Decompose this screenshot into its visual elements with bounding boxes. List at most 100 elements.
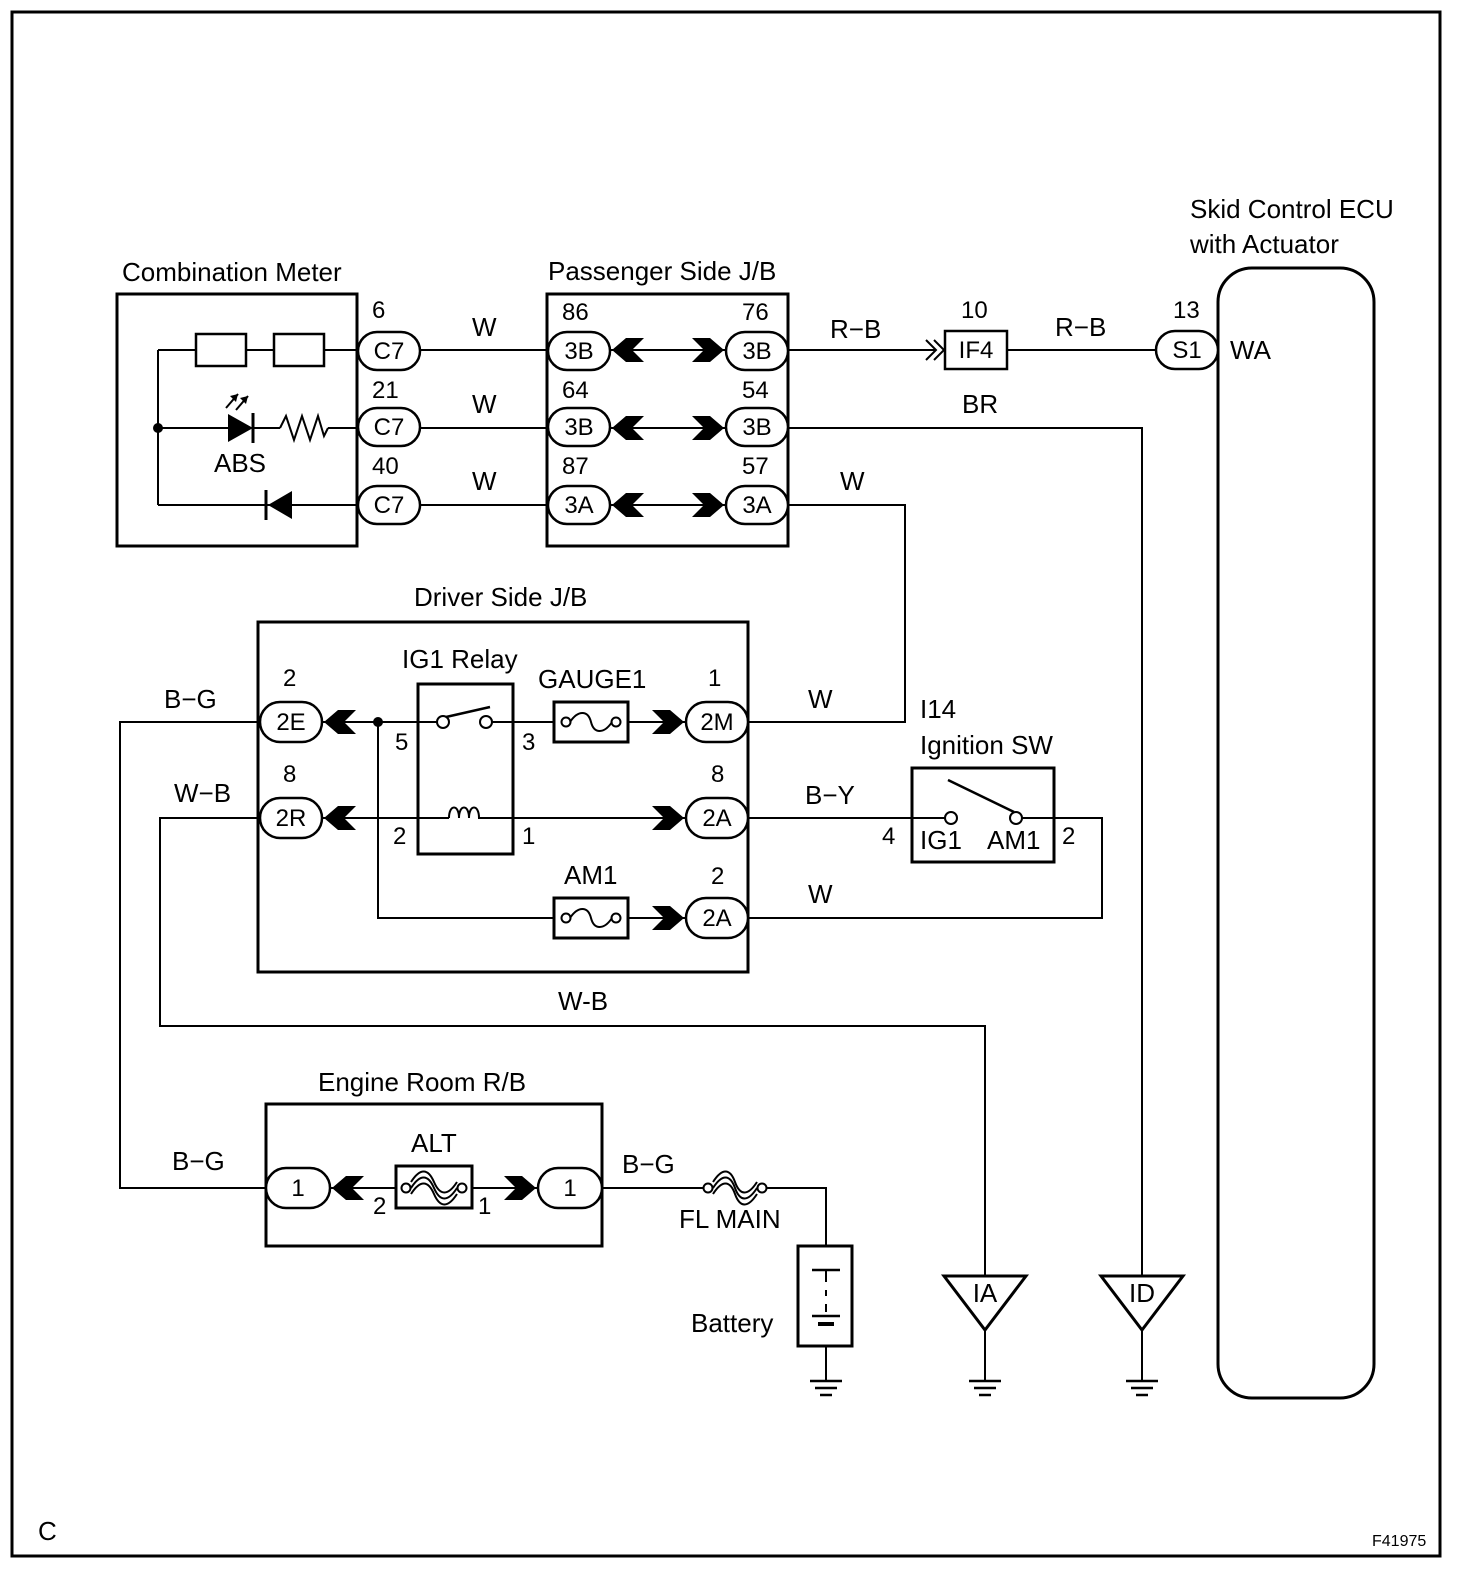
abs-label: ABS [214, 448, 266, 478]
fl-main-label: FL MAIN [679, 1204, 781, 1234]
wire-by: B−Y [805, 780, 855, 810]
engine-rb-code-left: 1 [291, 1175, 304, 1202]
pin-relay-5: 5 [395, 729, 408, 756]
connector-arrows [324, 338, 946, 1200]
alt-label: ALT [411, 1128, 457, 1158]
ground-id-label: ID [1129, 1278, 1155, 1308]
c7-connector-mid [356, 406, 422, 448]
wire-wb-1: W−B [174, 778, 231, 808]
pin-c7-21: 21 [372, 377, 399, 404]
pin-if4-10: 10 [961, 297, 988, 324]
wire-wb-2: W-B [558, 986, 608, 1016]
d2a-code-bot: 2A [702, 905, 731, 932]
if4-code: IF4 [959, 337, 994, 364]
p3b-code-64: 3B [564, 414, 593, 441]
connectors [258, 329, 1220, 1210]
p3b-connector-86 [546, 330, 612, 372]
engine-rb-connector-right [536, 1166, 604, 1210]
abs-led-icon [225, 393, 255, 443]
ground-ia-icon [969, 1379, 1001, 1397]
p3b-code-86: 3B [564, 338, 593, 365]
c7-code-mid: C7 [374, 414, 405, 441]
ig1-relay-switch-icon [436, 705, 493, 729]
p3a-code-87: 3A [564, 492, 593, 519]
gauge1-fuse-label: GAUGE1 [538, 664, 646, 694]
ignition-sw-code: I14 [920, 694, 956, 724]
wire-w-5: W [808, 684, 833, 714]
combination-meter-box [115, 292, 359, 548]
p3b-code-54: 3B [742, 414, 771, 441]
wire-bg-3: B−G [622, 1149, 675, 1179]
c7-code-bot: C7 [374, 492, 405, 519]
d2e-connector [258, 700, 324, 744]
pin-2a-2: 2 [711, 863, 724, 890]
c7-connector-top [356, 330, 422, 372]
alt-fusible-link-icon [394, 1164, 474, 1210]
ground-battery-icon [810, 1379, 842, 1397]
ignition-switch-icon [944, 778, 1023, 825]
d2e-code: 2E [276, 709, 305, 736]
pin-s1-13: 13 [1173, 297, 1200, 324]
meter-resistor-2 [272, 332, 326, 368]
d2a-connector-bot [684, 896, 750, 940]
figure-code: F41975 [1372, 1533, 1426, 1550]
am1-fuse-label: AM1 [564, 860, 617, 890]
ground-point-ia-triangle [940, 1274, 1030, 1333]
fl-main-fusible-link-icon [702, 1170, 768, 1206]
combination-meter-label: Combination Meter [122, 257, 342, 287]
pin-alt-1: 1 [478, 1193, 491, 1220]
terminal-ig1: IG1 [920, 825, 962, 855]
meter-internals [153, 332, 329, 520]
skid-ecu-label-line1: Skid Control ECU [1190, 194, 1394, 224]
wire-w-3: W [472, 466, 497, 496]
terminal-am1: AM1 [987, 825, 1040, 855]
ignition-switch-box [910, 766, 1056, 864]
pin-relay-1: 1 [522, 823, 535, 850]
ig1-relay-coil-icon [448, 806, 481, 819]
driver-jb-box [256, 620, 750, 974]
diagram-frame [10, 10, 1442, 1558]
p3b-connector-76 [724, 330, 790, 372]
d2a-connector-top [684, 796, 750, 840]
driver-jb-label: Driver Side J/B [414, 582, 587, 612]
ground-ia-label: IA [973, 1278, 998, 1308]
corner-letter: C [38, 1516, 57, 1546]
c7-connector-bot [356, 484, 422, 526]
pin-p57: 57 [742, 453, 769, 480]
meter-resistor-1 [194, 332, 248, 368]
s1-code: S1 [1172, 337, 1201, 364]
d2r-code: 2R [276, 805, 307, 832]
battery-label: Battery [691, 1308, 773, 1338]
d2m-connector [684, 700, 750, 744]
wire-w-6: W [808, 879, 833, 909]
ig1-relay-box [416, 682, 515, 856]
d2r-connector [258, 796, 324, 840]
s1-connector [1154, 329, 1220, 371]
battery-icon [796, 1244, 854, 1348]
engine-rb-connector-left [264, 1166, 332, 1210]
wire-bg-2: B−G [172, 1146, 225, 1176]
pin-relay-3: 3 [522, 729, 535, 756]
pin-c7-40: 40 [372, 453, 399, 480]
am1-fuse-icon [552, 896, 630, 940]
pin-c7-6: 6 [372, 297, 385, 324]
p3a-connector-87 [546, 484, 612, 526]
passenger-jb-label: Passenger Side J/B [548, 256, 776, 286]
engine-rb-label: Engine Room R/B [318, 1067, 526, 1097]
ig1-relay-label: IG1 Relay [402, 644, 518, 674]
skid-ecu-label-line2: with Actuator [1189, 229, 1339, 259]
p3a-code-57: 3A [742, 492, 771, 519]
engine-rb-box [264, 1102, 604, 1248]
wire-w-2: W [472, 389, 497, 419]
p3b-connector-64 [546, 406, 612, 448]
d2a-code-top: 2A [702, 805, 731, 832]
ground-point-id-triangle [1097, 1274, 1187, 1333]
p3b-code-76: 3B [742, 338, 771, 365]
ignition-sw-label: Ignition SW [920, 730, 1053, 760]
pin-2r-8: 8 [283, 761, 296, 788]
pin-p64: 64 [562, 377, 589, 404]
p3a-connector-57 [724, 484, 790, 526]
pin-p76: 76 [742, 299, 769, 326]
wire-w-1: W [472, 312, 497, 342]
